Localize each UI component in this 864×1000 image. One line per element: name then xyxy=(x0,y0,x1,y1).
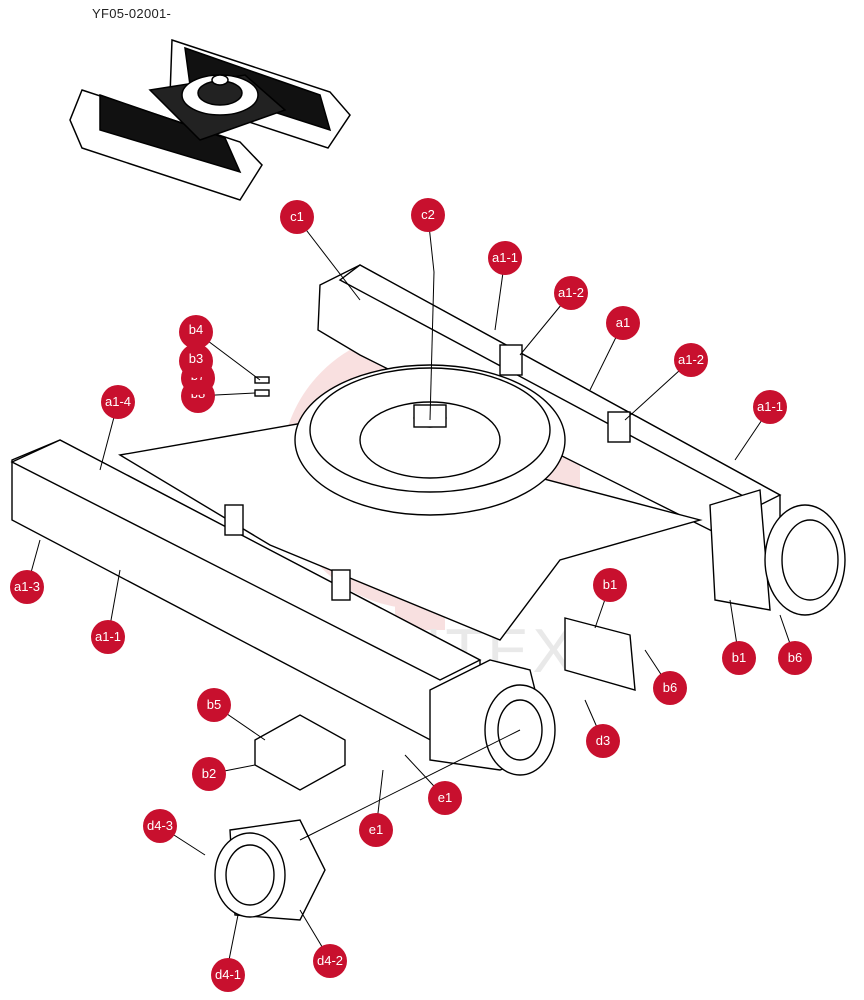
callout-a1-2-right[interactable]: a1-2 xyxy=(674,343,708,377)
track-frame xyxy=(10,264,846,921)
callout-a1-4[interactable]: a1-4 xyxy=(101,385,135,419)
callout-b5[interactable]: b5 xyxy=(197,688,231,722)
callout-e1-a[interactable]: e1 xyxy=(428,781,462,815)
callout-d4-1[interactable]: d4-1 xyxy=(211,958,245,992)
callout-c1[interactable]: c1 xyxy=(280,200,314,234)
callout-a1-1-left[interactable]: a1-1 xyxy=(91,620,125,654)
callout-b6-mid[interactable]: b6 xyxy=(653,671,687,705)
leader-lines xyxy=(26,215,796,966)
callout-b4[interactable]: b4 xyxy=(179,315,213,349)
callout-b6-right[interactable]: b6 xyxy=(778,641,812,675)
callout-a1-1-right[interactable]: a1-1 xyxy=(753,390,787,424)
callout-e1-b[interactable]: e1 xyxy=(359,813,393,847)
callout-c2[interactable]: c2 xyxy=(411,198,445,232)
callout-a1-3[interactable]: a1-3 xyxy=(10,570,44,604)
callout-d3[interactable]: d3 xyxy=(586,724,620,758)
callout-a1-1-top[interactable]: a1-1 xyxy=(488,241,522,275)
callout-d4-3[interactable]: d4-3 xyxy=(143,809,177,843)
callout-b2[interactable]: b2 xyxy=(192,757,226,791)
callout-b3[interactable]: b3 xyxy=(179,344,213,378)
callout-d4-2[interactable]: d4-2 xyxy=(313,944,347,978)
reference-code: YF05-02001- xyxy=(92,6,172,21)
thumbnail-undercarriage xyxy=(69,38,351,201)
callout-b1-right[interactable]: b1 xyxy=(722,641,756,675)
callout-a1[interactable]: a1 xyxy=(606,306,640,340)
callout-b1-mid[interactable]: b1 xyxy=(593,568,627,602)
callout-a1-2-top[interactable]: a1-2 xyxy=(554,276,588,310)
